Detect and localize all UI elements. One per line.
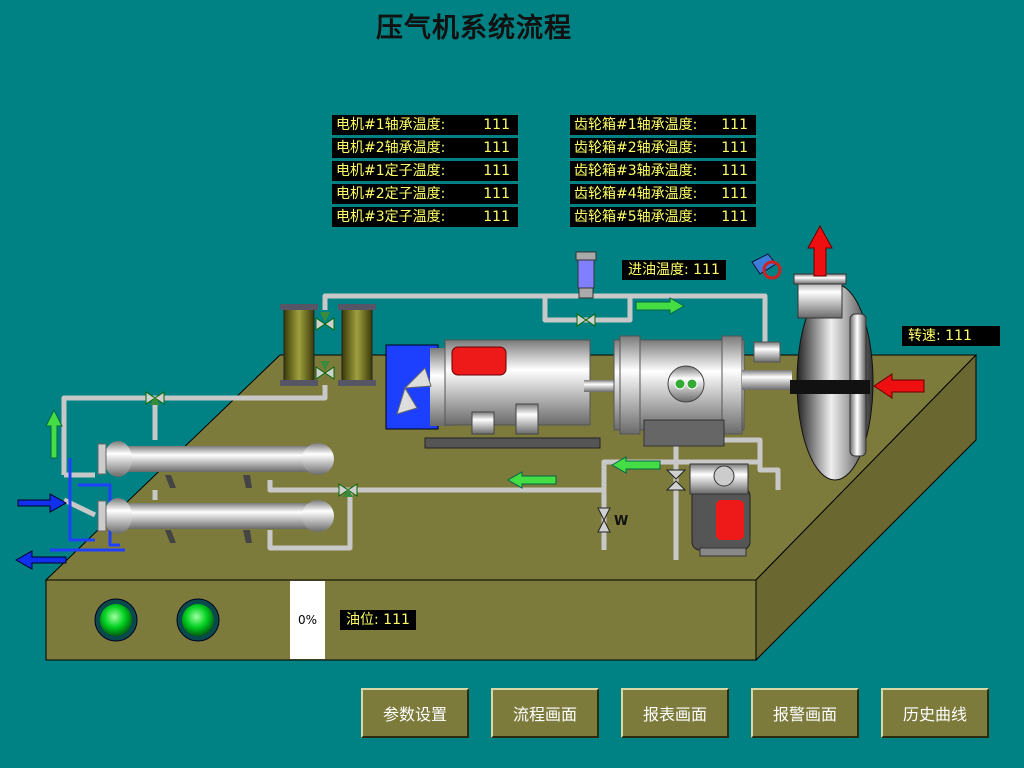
gearbox-bearing-4-temp: 齿轮箱#4轴承温度:111 (570, 184, 756, 204)
valve-cooler-outlet (338, 483, 358, 497)
motor-stator-2-temp: 电机#2定子温度:111 (332, 184, 518, 204)
nav-button-report-view[interactable]: 报表画面 (621, 688, 729, 738)
valve-bypass (576, 313, 596, 327)
gearbox (613, 335, 792, 447)
oil-cooler-lower (97, 498, 334, 543)
motor-stator-3-temp: 电机#3定子温度:111 (332, 207, 518, 227)
electric-motor (385, 339, 601, 449)
valve-cooler-inlet (145, 391, 165, 405)
oil-filter-right (338, 304, 376, 386)
green-arrow-3 (506, 471, 557, 489)
speed-readout: 转速: 111 (902, 326, 1000, 346)
oil-inlet-temp: 进油温度: 111 (622, 260, 726, 280)
red-arrow-inlet (873, 373, 925, 399)
gearbox-bearing-3-temp: 齿轮箱#3轴承温度:111 (570, 161, 756, 181)
valve-drain (665, 469, 687, 491)
nav-button-process-view[interactable]: 流程画面 (491, 688, 599, 738)
coupling-shaft (584, 380, 614, 392)
nav-button-history-trend[interactable]: 历史曲线 (881, 688, 989, 738)
valve-filter-top (315, 312, 335, 331)
red-arrow-exhaust (807, 224, 833, 277)
blue-arrow-out (14, 550, 67, 570)
status-lamp-1 (94, 598, 138, 642)
nav-button-alarm-view[interactable]: 报警画面 (751, 688, 859, 738)
gearbox-bearing-5-temp: 齿轮箱#5轴承温度:111 (570, 207, 756, 227)
green-arrow-1 (635, 297, 686, 315)
motor-stator-1-temp: 电机#1定子温度:111 (332, 161, 518, 181)
oil-level-readout: 油位: 111 (340, 610, 416, 630)
blue-arrow-in (17, 493, 68, 513)
gearbox-bearing-2-temp: 齿轮箱#2轴承温度:111 (570, 138, 756, 158)
compressor-volute (790, 273, 874, 481)
green-arrow-4 (45, 408, 63, 459)
oil-tank-level: 0% (290, 581, 325, 659)
status-lamp-2 (176, 598, 220, 642)
valve-tag: W (614, 514, 629, 529)
page-title: 压气机系统流程 (376, 13, 572, 44)
motor-bearing-2-temp: 电机#2轴承温度:111 (332, 138, 518, 158)
gearbox-bearing-1-temp: 齿轮箱#1轴承温度:111 (570, 115, 756, 135)
valve-return (597, 507, 611, 533)
oil-filter-left (280, 304, 318, 386)
pressure-regulator (575, 251, 597, 299)
green-arrow-2 (610, 456, 661, 474)
oil-pump (689, 463, 751, 557)
nav-button-parameter-settings[interactable]: 参数设置 (361, 688, 469, 738)
valve-filter-bottom (315, 361, 335, 380)
motor-bearing-1-temp: 电机#1轴承温度:111 (332, 115, 518, 135)
oil-cooler-upper (97, 441, 334, 488)
thermometer-icon (751, 253, 782, 280)
